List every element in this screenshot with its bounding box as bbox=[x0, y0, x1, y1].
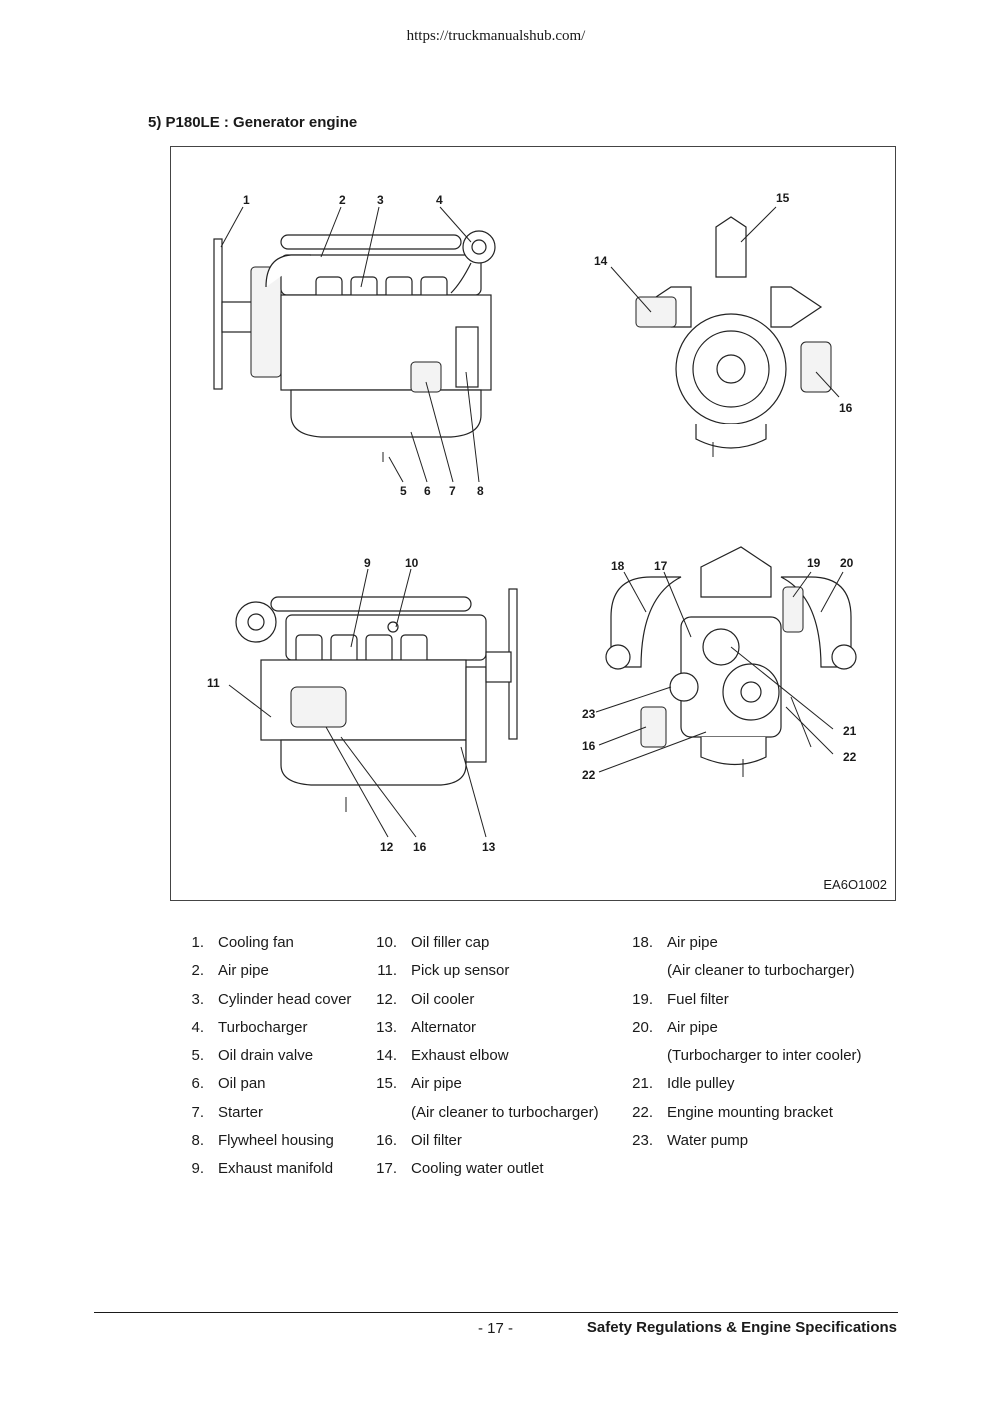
oil-filter-front bbox=[800, 341, 832, 393]
exhaust-elbow bbox=[635, 296, 677, 328]
callout-8: 8 bbox=[477, 484, 484, 498]
callout-7: 7 bbox=[449, 484, 456, 498]
callout-15: 15 bbox=[776, 191, 790, 205]
page-number: - 17 - bbox=[478, 1320, 514, 1337]
callout-2: 2 bbox=[339, 193, 346, 207]
callout-14: 14 bbox=[594, 254, 608, 268]
callout-21: 21 bbox=[843, 724, 857, 738]
callout-6: 6 bbox=[424, 484, 431, 498]
callout-9: 9 bbox=[364, 556, 371, 570]
callout-19: 19 bbox=[807, 556, 821, 570]
air-pipe-rear-right bbox=[780, 576, 852, 668]
engine-view-left-side bbox=[213, 230, 496, 462]
oil-filler-cap bbox=[387, 621, 399, 633]
callout-16-front: 16 bbox=[839, 401, 853, 415]
engine-drawings: 1 2 3 4 15 14 16 5 6 7 8 9 10 18 17 19 2… bbox=[207, 191, 857, 854]
callout-1: 1 bbox=[243, 193, 250, 207]
callout-16-side: 16 bbox=[413, 840, 427, 854]
callout-labels: 1 2 3 4 15 14 16 5 6 7 8 9 10 18 17 19 2… bbox=[207, 191, 857, 854]
air-pipe-front bbox=[715, 216, 747, 278]
footer-rule bbox=[94, 1312, 898, 1313]
cylinder-heads bbox=[280, 254, 482, 296]
callout-23: 23 bbox=[582, 707, 596, 721]
cooling-fan bbox=[213, 238, 223, 390]
engine-view-front bbox=[635, 216, 832, 457]
callout-3: 3 bbox=[377, 193, 384, 207]
figure-code: EA6O1002 bbox=[823, 877, 887, 892]
callout-11: 11 bbox=[207, 676, 220, 690]
engine-view-rear bbox=[605, 546, 857, 777]
callout-10: 10 bbox=[405, 556, 419, 570]
air-pipe-rear-left bbox=[610, 576, 682, 668]
callout-12: 12 bbox=[380, 840, 394, 854]
fuel-filter bbox=[782, 586, 804, 633]
flywheel-housing bbox=[455, 326, 479, 388]
callout-4: 4 bbox=[436, 193, 443, 207]
callout-18: 18 bbox=[611, 559, 625, 573]
callout-22-right: 22 bbox=[843, 750, 857, 764]
water-pump bbox=[669, 672, 699, 702]
section-title: 5) P180LE : Generator engine bbox=[148, 114, 358, 131]
oil-cooler bbox=[290, 686, 347, 728]
starter bbox=[410, 361, 442, 393]
fan-hub bbox=[221, 301, 253, 333]
oil-pan bbox=[290, 389, 482, 438]
idle-pulley bbox=[702, 628, 740, 666]
engine-view-right-side bbox=[235, 588, 518, 812]
callout-17: 17 bbox=[654, 559, 668, 573]
exhaust-manifold bbox=[270, 596, 472, 612]
leader-lines bbox=[220, 206, 844, 838]
callout-16-rear: 16 bbox=[582, 739, 596, 753]
callout-20: 20 bbox=[840, 556, 854, 570]
engine-figure: 1 2 3 4 15 14 16 5 6 7 8 9 10 18 17 19 2… bbox=[170, 146, 896, 901]
callout-5: 5 bbox=[400, 484, 407, 498]
footer-title: Safety Regulations & Engine Specificatio… bbox=[586, 1319, 897, 1336]
callout-22-left: 22 bbox=[582, 768, 596, 782]
callout-13: 13 bbox=[482, 840, 496, 854]
source-url[interactable]: https://truckmanualshub.com/ bbox=[406, 28, 586, 44]
oil-filter-rear bbox=[640, 706, 667, 748]
